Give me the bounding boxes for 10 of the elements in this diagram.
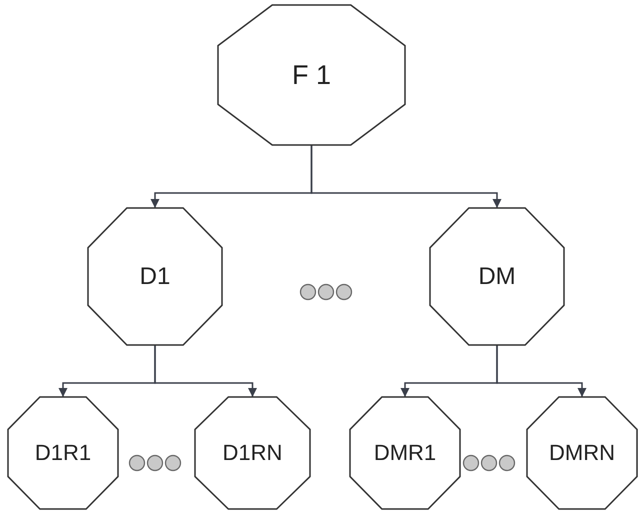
node-label: D1RN: [222, 440, 282, 466]
node-label: DMRN: [549, 440, 615, 466]
connector-arrow: [496, 345, 586, 397]
node-label: DM: [478, 262, 516, 290]
connector-arrow: [154, 345, 257, 397]
node-label: F 1: [292, 60, 331, 90]
connector-arrow: [310, 145, 502, 208]
node-label: D1: [140, 262, 170, 290]
node-label: D1R1: [34, 440, 92, 466]
node-label: DMR1: [374, 440, 436, 466]
